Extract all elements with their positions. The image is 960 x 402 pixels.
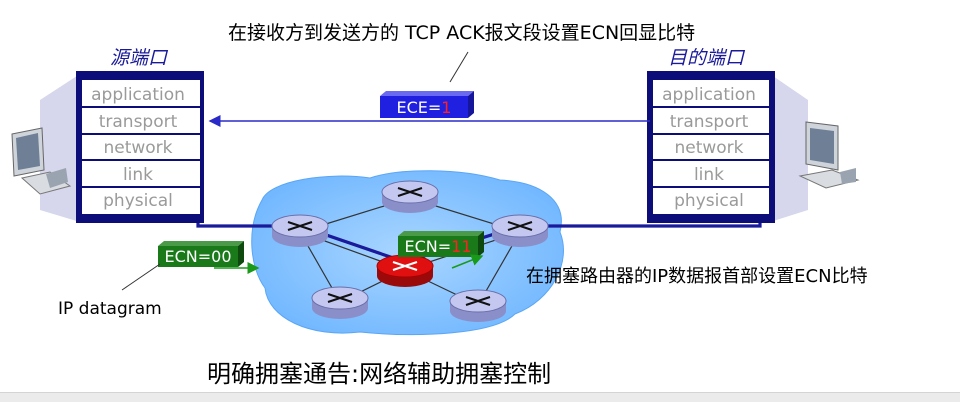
- router: [381, 180, 439, 213]
- source-host-title: 源端口: [110, 47, 169, 69]
- layer-label: physical: [103, 191, 173, 211]
- ecn-ingress-packet: ECN=00: [158, 241, 244, 267]
- ecn-core-bits: 11: [451, 237, 471, 256]
- layer-label: application: [91, 85, 185, 105]
- ece-packet: ECE=1: [380, 91, 474, 118]
- layer-label: network: [674, 138, 743, 158]
- ecn-core-arrow: [451, 254, 484, 269]
- layer-label: network: [103, 138, 172, 158]
- layer-label: application: [662, 85, 756, 105]
- router: [271, 214, 329, 247]
- dest-host-title: 目的端口: [668, 47, 746, 69]
- ecn-core-packet: ECN=11: [398, 231, 484, 257]
- bottom-strip: [0, 392, 960, 402]
- top-callout-line: [449, 51, 469, 83]
- ece-bit: 1: [441, 98, 451, 117]
- svg-text:ECE=1: ECE=1: [397, 98, 452, 117]
- ece-label: ECE=: [397, 98, 442, 117]
- router: [491, 214, 549, 247]
- svg-text:ECN=11: ECN=11: [404, 237, 471, 256]
- datagram-label: IP datagram: [58, 299, 162, 319]
- layer-label: transport: [670, 112, 749, 132]
- congested-router: [376, 254, 434, 287]
- router: [311, 286, 369, 319]
- top-annotation: 在接收方到发送方的 TCP ACK报文段设置ECN回显比特: [228, 22, 696, 44]
- computer-icon: [11, 127, 72, 195]
- layer-label: physical: [674, 191, 744, 211]
- dest-host-stack: application transport network link physi…: [647, 71, 808, 223]
- source-host-stack: application transport network link physi…: [40, 71, 204, 223]
- ecn-core-label: ECN=: [404, 237, 451, 256]
- layer-label: transport: [99, 112, 178, 132]
- router: [449, 289, 507, 322]
- layer-label: link: [123, 165, 153, 185]
- computer-icon: [798, 121, 860, 189]
- slide-caption: 明确拥塞通告:网络辅助拥塞控制: [207, 360, 552, 388]
- datagram-callout-line: [121, 263, 161, 291]
- layer-label: link: [694, 165, 724, 185]
- ecn-ingress-label: ECN=00: [164, 247, 231, 266]
- router-annotation: 在拥塞路由器的IP数据报首部设置ECN比特: [526, 266, 868, 287]
